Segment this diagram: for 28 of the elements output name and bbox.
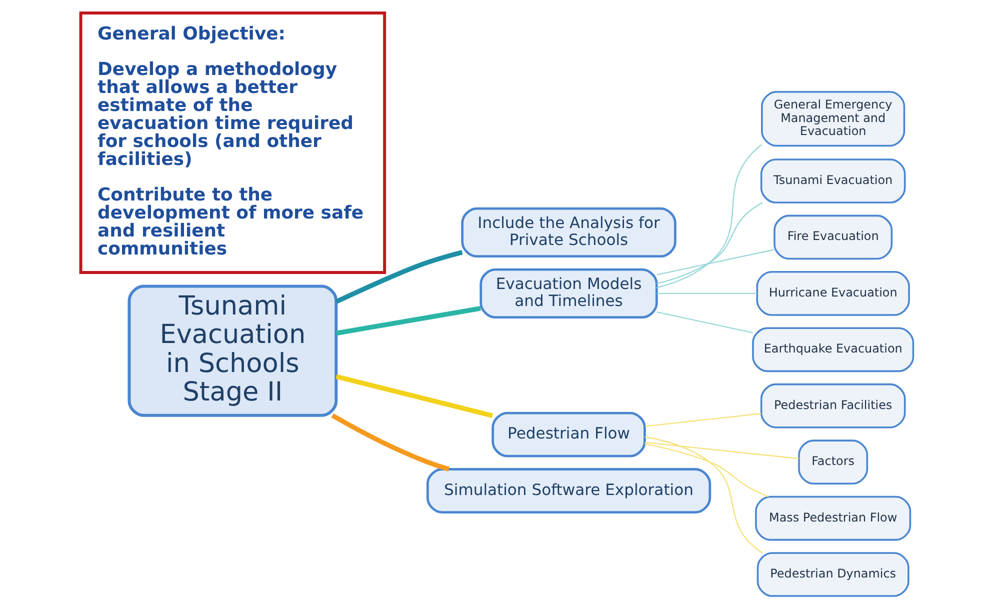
connector <box>656 312 752 334</box>
connector <box>644 436 762 554</box>
node-box: Simulation Software Exploration <box>426 468 711 514</box>
node-box: General Objective: Develop a methodology that allows a better estimate of the evacuation time required for schools (and other facilities) Contribute to the development of more safe and resilient communities <box>78 11 386 274</box>
node-box: General Emergency Management and Evacuation <box>760 91 905 147</box>
node-box: Pedestrian Facilities <box>760 383 906 428</box>
node-box: Earthquake Evacuation <box>752 327 914 372</box>
connector <box>656 292 757 294</box>
connector <box>656 144 762 288</box>
node-box: Pedestrian Flow <box>491 412 646 458</box>
node-box: Factors <box>798 440 868 484</box>
node-box: Fire Evacuation <box>773 214 892 260</box>
node-box: Tsunami Evacuation <box>760 158 906 204</box>
connector <box>334 250 462 304</box>
connector <box>656 249 774 276</box>
node-box: Pedestrian Dynamics <box>756 552 909 597</box>
node-box: Tsunami Evacuation in Schools Stage II <box>127 284 338 417</box>
node-box: Hurricane Evacuation <box>756 271 910 316</box>
connector <box>644 443 768 498</box>
connector <box>330 413 450 472</box>
node-box: Evacuation Models and Timelines <box>479 268 658 319</box>
connector <box>335 306 480 336</box>
node-box: Include the Analysis for Private Schools <box>460 207 676 258</box>
connector <box>335 374 492 418</box>
connector <box>644 413 761 427</box>
connector <box>644 442 798 460</box>
connector <box>656 202 762 284</box>
node-box: Mass Pedestrian Flow <box>754 496 911 541</box>
